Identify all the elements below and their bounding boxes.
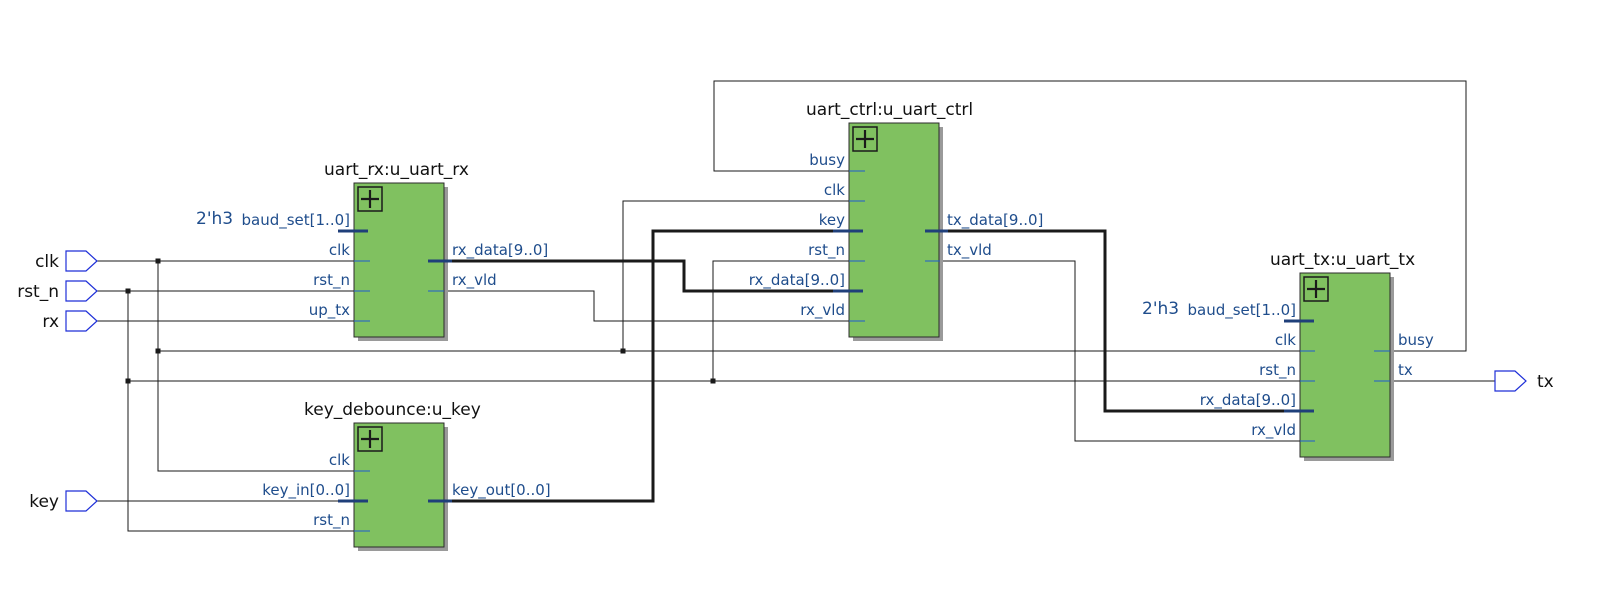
bus-rx-data [428,259,865,293]
block-title: uart_tx:u_uart_tx [1270,250,1415,270]
buses [428,229,1315,503]
port-stub-bus [1284,319,1314,413]
bus-tx-data [925,229,1315,413]
expand-icon[interactable] [357,426,383,452]
port-stub [849,170,865,322]
port-stub-bus [833,229,948,293]
input-pin-shape [65,280,98,302]
junction-dot [155,258,161,264]
net-busy [713,80,1467,352]
port-label: rx_vld [1251,421,1296,440]
plus-icon [361,430,379,448]
block-body [353,422,445,548]
expand-icon[interactable] [357,186,383,212]
port-label: baud_set[1..0] [242,211,351,230]
junction-dot [620,348,626,354]
block-uart-rx[interactable]: uart_rx:u_uart_rx 2'h3 baud_set[1..0] cl… [196,160,548,341]
input-pin-shape [65,490,98,512]
port-label: busy [1398,331,1434,349]
port-label: rst_n [313,271,350,290]
output-pin-shape [1494,370,1527,392]
input-pin-rst-n[interactable]: rst_n [17,280,98,302]
io-pins: clk rst_n rx key tx [17,250,1554,512]
bus-key-out [428,229,833,503]
junction-dot [710,378,716,384]
port-label: tx_vld [947,241,992,260]
port-label: rst_n [1259,361,1296,380]
input-pin-key[interactable]: key [29,490,98,512]
net-rst-n [97,260,1315,532]
const-value: 2'h3 [196,209,233,229]
junction-dot [125,378,131,384]
input-label-rx: rx [42,312,59,332]
net-rx-vld [428,290,865,322]
block-title: key_debounce:u_key [304,400,481,420]
port-label: clk [824,181,845,199]
port-label: clk [329,241,350,259]
port-label: rx_data[9..0] [749,271,845,290]
port-stub [1300,350,1390,442]
input-label-clk: clk [35,252,59,272]
net-clk [97,200,1315,472]
port-label: tx_data[9..0] [947,211,1043,230]
junctions [125,258,716,384]
port-label: tx [1398,361,1413,379]
port-stub [354,260,370,322]
block-uart-tx[interactable]: uart_tx:u_uart_tx 2'h3 baud_set[1..0] cl… [1142,250,1434,461]
port-label: up_tx [309,301,350,320]
port-label: rx_vld [800,301,845,320]
block-title: uart_rx:u_uart_rx [324,160,469,180]
output-pin-tx[interactable]: tx [1494,370,1554,392]
block-body [1299,272,1391,458]
input-label-key: key [29,492,59,512]
port-label: key [819,211,845,229]
plus-icon [1307,280,1325,298]
input-pin-shape [65,310,98,332]
port-label: rx_data[9..0] [452,241,548,260]
net-tx-vld [940,260,1315,442]
port-label: key_out[0..0] [452,481,551,500]
port-label: busy [809,151,845,169]
port-label: rst_n [808,241,845,260]
junction-dot [125,288,131,294]
output-label-tx: tx [1537,372,1554,392]
port-label: clk [1275,331,1296,349]
expand-icon[interactable] [1303,276,1329,302]
block-title: uart_ctrl:u_uart_ctrl [806,100,973,120]
input-pin-shape [65,250,98,272]
port-label: clk [329,451,350,469]
plus-icon [361,190,379,208]
block-uart-ctrl[interactable]: uart_ctrl:u_uart_ctrl busy clk key rst_n… [749,100,1044,341]
block-key-debounce[interactable]: key_debounce:u_key clk key_in[0..0] rst_… [262,400,551,551]
port-label: rx_data[9..0] [1200,391,1296,410]
input-pin-rx[interactable]: rx [42,310,98,332]
port-label: rst_n [313,511,350,530]
port-stub [354,470,370,532]
block-body [848,122,940,338]
port-label: key_in[0..0] [262,481,350,500]
port-label: baud_set[1..0] [1188,301,1297,320]
nets [97,80,1495,532]
input-label-rst-n: rst_n [17,282,59,302]
input-pin-clk[interactable]: clk [35,250,98,272]
junction-dot [155,348,161,354]
expand-icon[interactable] [852,126,878,152]
port-label: rx_vld [452,271,497,290]
plus-icon [856,130,874,148]
const-value: 2'h3 [1142,299,1179,319]
